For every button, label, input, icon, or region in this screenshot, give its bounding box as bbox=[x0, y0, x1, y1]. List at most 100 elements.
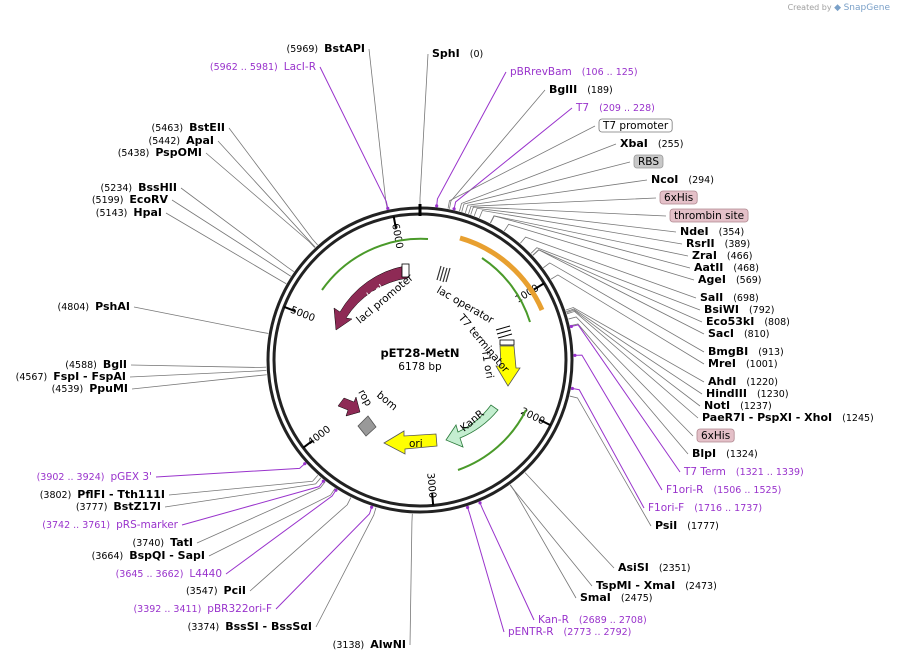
position-label: (4539) bbox=[52, 384, 84, 395]
right-label-4[interactable]: T7 promoter bbox=[598, 118, 673, 133]
leader-line bbox=[180, 187, 295, 273]
primer-marker bbox=[569, 324, 573, 329]
right-label-3[interactable]: T7(209 .. 228) bbox=[575, 102, 655, 114]
ori-label: ori bbox=[409, 438, 423, 450]
site-name: PsiI bbox=[655, 519, 677, 532]
leader-line bbox=[568, 316, 694, 437]
position-label: (189) bbox=[587, 85, 613, 96]
primer-name: F1ori-R bbox=[666, 484, 703, 496]
primer-marker bbox=[466, 505, 470, 510]
direction-arc-1 bbox=[321, 237, 429, 291]
right-label-17[interactable]: Eco53kI (808) bbox=[706, 315, 790, 328]
primer-name: pRS-marker bbox=[116, 519, 179, 531]
left-label-17[interactable]: BspQI - SapI(3664) bbox=[92, 549, 205, 562]
right-label-16[interactable]: BsiWI(792) bbox=[704, 303, 774, 316]
left-label-12[interactable]: pGEX 3'(3902 .. 3924) bbox=[37, 471, 152, 483]
left-label-14[interactable]: BstZ17I(3777) bbox=[76, 500, 161, 513]
left-label-1[interactable]: LacI-R(5962 .. 5981) bbox=[210, 61, 316, 73]
right-label-8[interactable]: 6xHis bbox=[659, 190, 698, 205]
right-label-10[interactable]: NdeI(354) bbox=[680, 225, 744, 238]
right-label-26[interactable]: BlpI(1324) bbox=[692, 447, 758, 460]
left-label-22[interactable]: AlwNI(3138) bbox=[333, 638, 406, 651]
feature-box bbox=[669, 208, 749, 223]
left-label-2[interactable]: BstEII(5463) bbox=[152, 121, 225, 134]
left-label-0[interactable]: BstAPI (5969) bbox=[287, 42, 365, 55]
position-label: (389) bbox=[725, 239, 751, 250]
right-label-35[interactable]: pENTR-R(2773 .. 2792) bbox=[508, 626, 631, 638]
right-label-11[interactable]: RsrII(389) bbox=[686, 237, 750, 250]
right-label-24[interactable]: PaeR7I - PspXI - XhoI(1245) bbox=[702, 411, 874, 424]
tick-mark bbox=[302, 439, 314, 449]
right-label-6[interactable]: RBS bbox=[633, 154, 664, 169]
site-name: Eco53kI bbox=[706, 315, 754, 328]
right-label-30[interactable]: PsiI(1777) bbox=[655, 519, 719, 532]
right-label-23[interactable]: NotI(1237) bbox=[704, 399, 772, 412]
right-label-22[interactable]: HindIII(1230) bbox=[706, 387, 789, 400]
right-label-9[interactable]: thrombin site bbox=[669, 208, 749, 223]
position-label: (5969) bbox=[287, 44, 319, 55]
site-name: SmaI bbox=[580, 591, 611, 604]
right-label-34[interactable]: Kan-R(2689 .. 2708) bbox=[538, 614, 647, 626]
right-label-0[interactable]: SphI(0) bbox=[432, 47, 483, 60]
leader-line bbox=[543, 262, 705, 353]
position-label: (106 .. 125) bbox=[582, 67, 638, 78]
right-label-33[interactable]: SmaI (2475) bbox=[580, 591, 653, 604]
right-label-7[interactable]: NcoI(294) bbox=[651, 173, 714, 186]
position-label: (2475) bbox=[621, 593, 653, 604]
left-label-21[interactable]: BssSI - BssSαI(3374) bbox=[188, 620, 312, 633]
leader-line bbox=[319, 66, 389, 210]
right-label-20[interactable]: MreI(1001) bbox=[708, 357, 778, 370]
right-label-5[interactable]: XbaI(255) bbox=[620, 137, 683, 150]
right-label-31[interactable]: AsiSI(2351) bbox=[618, 561, 690, 574]
leader-line bbox=[131, 374, 267, 390]
tick-label: 5000 bbox=[289, 305, 317, 325]
right-label-14[interactable]: AgeI(569) bbox=[698, 273, 762, 286]
right-label-19[interactable]: BmgBI(913) bbox=[708, 345, 784, 358]
left-label-6[interactable]: EcoRV(5199) bbox=[92, 193, 169, 206]
right-label-18[interactable]: SacI(810) bbox=[708, 327, 770, 340]
leader-line bbox=[275, 506, 373, 610]
position-label: (5463) bbox=[152, 123, 184, 134]
left-label-5[interactable]: BssHII(5234) bbox=[101, 181, 177, 194]
left-label-4[interactable]: PspOMI(5438) bbox=[118, 146, 202, 159]
leader-line bbox=[524, 472, 615, 569]
left-label-8[interactable]: PshAI(4804) bbox=[58, 300, 130, 313]
right-label-27[interactable]: T7 Term(1321 .. 1339) bbox=[683, 466, 804, 478]
position-label: (3392 .. 3411) bbox=[133, 604, 201, 615]
right-label-32[interactable]: TspMI - XmaI(2473) bbox=[596, 579, 717, 592]
right-label-28[interactable]: F1ori-R(1506 .. 1525) bbox=[666, 484, 781, 496]
left-label-19[interactable]: PciI(3547) bbox=[186, 584, 246, 597]
plasmid-name: pET28-MetN bbox=[380, 346, 459, 360]
left-label-7[interactable]: HpaI(5143) bbox=[96, 206, 162, 219]
left-label-18[interactable]: L4440(3645 .. 3662) bbox=[116, 568, 222, 580]
right-label-15[interactable]: SalI(698) bbox=[700, 291, 759, 304]
tick-mark bbox=[392, 216, 397, 229]
left-label-11[interactable]: PpuMI(4539) bbox=[52, 382, 128, 395]
left-label-9[interactable]: BglI(4588) bbox=[65, 358, 127, 371]
right-label-29[interactable]: F1ori-F(1716 .. 1737) bbox=[648, 502, 762, 514]
leader-line bbox=[133, 306, 269, 334]
right-label-12[interactable]: ZraI(466) bbox=[692, 249, 752, 262]
primer-name: pBRrevBam bbox=[510, 66, 572, 78]
site-name: BglII bbox=[549, 83, 577, 96]
left-label-13[interactable]: PflFI - Tth111I(3802) bbox=[40, 488, 165, 501]
site-name: BstAPI bbox=[324, 42, 365, 55]
right-label-2[interactable]: BglII (189) bbox=[549, 83, 613, 96]
position-label: (1237) bbox=[740, 401, 772, 412]
tick-mark bbox=[283, 305, 296, 313]
left-label-16[interactable]: TatI(3740) bbox=[133, 536, 193, 549]
right-label-25[interactable]: 6xHis bbox=[696, 428, 735, 443]
primer-marker bbox=[386, 206, 390, 210]
right-label-1[interactable]: pBRrevBam (106 .. 125) bbox=[510, 66, 638, 78]
site-name: AhdI bbox=[708, 375, 736, 388]
right-label-21[interactable]: AhdI(1220) bbox=[708, 375, 778, 388]
site-name: BmgBI bbox=[708, 345, 748, 358]
left-label-15[interactable]: pRS-marker(3742 .. 3761) bbox=[42, 519, 178, 531]
position-label: (808) bbox=[764, 317, 790, 328]
position-label: (1245) bbox=[842, 413, 874, 424]
primer-marker bbox=[370, 505, 374, 509]
right-label-13[interactable]: AatII(468) bbox=[694, 261, 759, 274]
left-label-20[interactable]: pBR322ori-F(3392 .. 3411) bbox=[133, 603, 272, 615]
left-label-10[interactable]: FspI - FspAI(4567) bbox=[16, 370, 126, 383]
left-label-3[interactable]: ApaI(5442) bbox=[149, 134, 215, 147]
